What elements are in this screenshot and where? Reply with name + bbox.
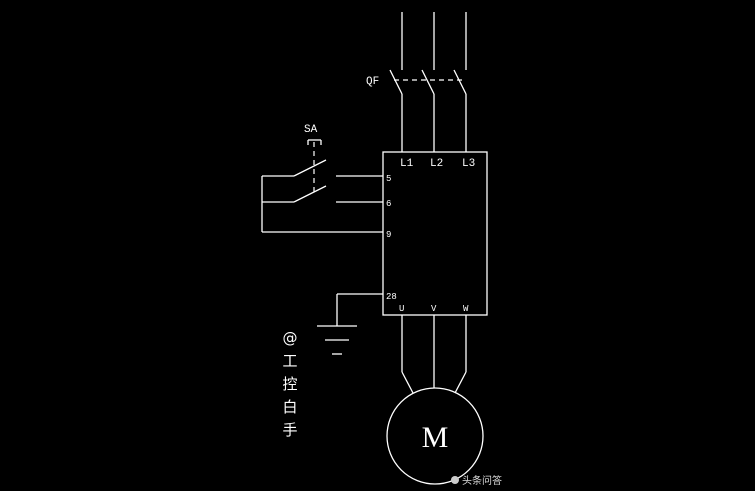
drive-input-l2: L2 <box>430 158 443 170</box>
lead-w-bend <box>454 371 467 394</box>
watermark-char-4: 白 <box>282 398 297 416</box>
drive-unit: L1 L2 L3 5 6 9 28 U V W <box>382 151 488 316</box>
supply-lines <box>401 12 467 70</box>
drive-input-l3: L3 <box>462 158 475 170</box>
drive-input-l1: L1 <box>400 158 414 170</box>
terminal-9: 9 <box>386 230 391 240</box>
motor-label: M <box>422 421 449 454</box>
brand-logo-icon <box>451 476 459 484</box>
switch-contact-1 <box>293 159 327 177</box>
terminal-6: 6 <box>386 199 391 209</box>
lead-u-bend <box>401 371 414 394</box>
drive-output-v: V <box>431 304 437 314</box>
ground-connection <box>317 293 383 355</box>
watermark-char-5: 手 <box>282 421 297 439</box>
breaker-contact-3 <box>453 69 467 95</box>
motor-circle <box>386 387 484 485</box>
drive-output-u: U <box>399 304 404 314</box>
breaker-label: QF <box>366 76 379 88</box>
brand-watermark: 头条问答 <box>451 474 502 487</box>
terminal-5: 5 <box>386 174 391 184</box>
watermark-char-2: 工 <box>282 352 297 370</box>
watermark: @ 工 控 白 手 <box>282 329 297 439</box>
drive-box <box>382 151 488 316</box>
circuit-breaker: QF <box>366 69 467 152</box>
motor: M <box>386 387 484 485</box>
brand-text: 头条问答 <box>462 474 502 487</box>
watermark-char-1: @ <box>283 329 298 347</box>
switch-label: SA <box>304 124 318 136</box>
switch-contact-2 <box>293 185 327 203</box>
watermark-char-3: 控 <box>282 375 297 393</box>
motor-leads <box>401 315 467 394</box>
drive-output-w: W <box>463 304 469 314</box>
breaker-contact-1 <box>389 69 403 95</box>
terminal-28: 28 <box>386 292 397 302</box>
selector-switch: SA <box>261 124 383 233</box>
breaker-contact-2 <box>421 69 435 95</box>
